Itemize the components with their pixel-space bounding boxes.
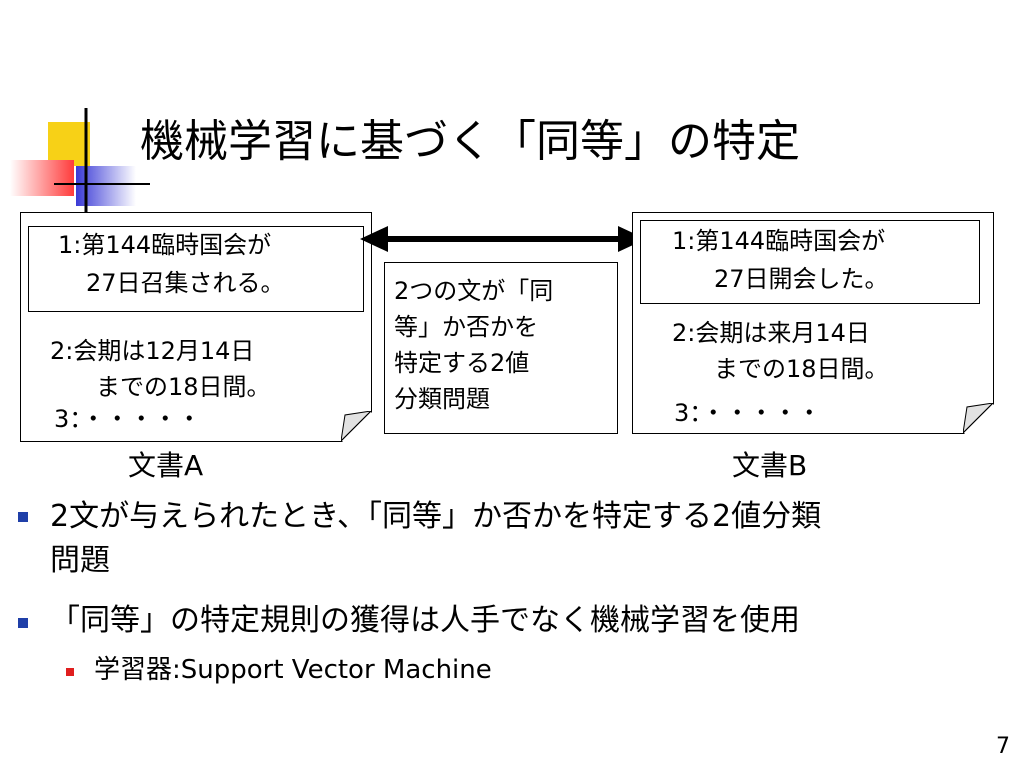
document-b-sentence1-line2: 27日開会した。 (714, 265, 889, 293)
page-number: 7 (996, 734, 1010, 759)
classification-note-line3: 特定する2値 (394, 349, 530, 377)
sub-bullet-text: 学習器:Support Vector Machine (94, 655, 492, 685)
document-b-sentence2-line1: 2:会期は来月14日 (672, 319, 870, 347)
classification-note-line2: 等」か否かを (394, 313, 538, 341)
document-b-sentence1-box (640, 220, 980, 304)
slide-logo-icon (10, 108, 150, 218)
equivalence-arrow-icon (360, 226, 646, 252)
document-a-sentence1-line2: 27日召集される。 (86, 269, 285, 297)
bullet-1-line1: 2文が与えられたとき、「同等」か否かを特定する2値分類 (50, 499, 822, 534)
classification-note-line4: 分類問題 (394, 385, 490, 413)
sub-bullet-square-icon (66, 668, 74, 676)
document-a-sentence3: 3：・・・・・ (54, 405, 202, 433)
document-a-sentence2-line2: までの18日間。 (96, 373, 271, 401)
slide-title: 機械学習に基づく「同等」の特定 (140, 116, 800, 167)
document-b-sentence1-line1: 1:第144臨時国会が (672, 227, 886, 255)
document-a-sentence1-line1: 1:第144臨時国会が (58, 231, 272, 259)
classification-note-line1: 2つの文が「同 (394, 277, 554, 305)
classification-note-sheet (384, 262, 618, 434)
document-a-label: 文書A (128, 449, 204, 482)
document-b-sentence2-line2: までの18日間。 (714, 355, 889, 383)
bullet-1-line2: 問題 (50, 543, 110, 578)
bullet-square-icon (18, 618, 28, 628)
bullet-2-text: 「同等」の特定規則の獲得は人手でなく機械学習を使用 (50, 603, 800, 638)
document-b-label: 文書B (732, 449, 808, 482)
document-b-sentence3: 3：・・・・・ (674, 399, 822, 427)
bullet-square-icon (18, 512, 28, 522)
document-b-fold-icon (963, 403, 993, 433)
document-a-sentence2-line1: 2:会期は12月14日 (50, 337, 255, 365)
document-a-sentence1-box (28, 226, 364, 312)
document-a-fold-icon (341, 411, 371, 441)
